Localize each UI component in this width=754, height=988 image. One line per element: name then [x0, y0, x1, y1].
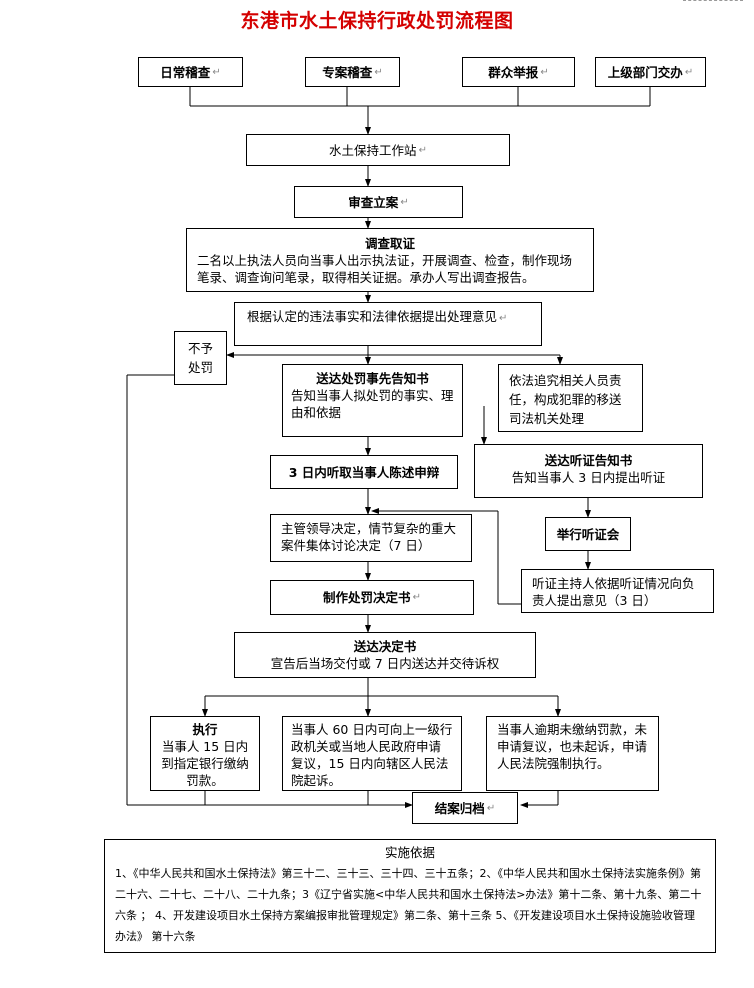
make-decision-box: 制作处罚决定书↵ [270, 580, 474, 615]
hold-hearing-box: 举行听证会 [545, 517, 631, 551]
appeal-box: 当事人 60 日内可向上一级行政机关或当地人民政府申请复议，15 日内向辖区人民… [282, 716, 462, 791]
investigation-body: 二名以上执法人员向当事人出示执法证，开展调查、检查，制作现场笔录、调查询问笔录，… [197, 253, 573, 285]
statement-box: 3 日内听取当事人陈述申辩 [270, 455, 458, 489]
hearing-notice-heading: 送达听证告知书 [544, 453, 633, 468]
basis-box: 实施依据 1、《中华人民共和国水土保持法》第三十二、三十三、三十四、三十五条；2… [104, 839, 716, 953]
filing-box: 审查立案↵ [294, 186, 463, 218]
hearing-host-box: 听证主持人依据听证情况向负责人提出意见（3 日） [521, 569, 714, 613]
prior-notice-heading: 送达处罚事先告知书 [316, 371, 429, 386]
execute-heading: 执行 [192, 722, 218, 737]
deliver-decision-box: 送达决定书 宣告后当场交付或 7 日内送达并交待诉权 [234, 632, 536, 678]
hearing-notice-body: 告知当事人 3 日内提出听证 [511, 470, 666, 485]
enforce-box: 当事人逾期未缴纳罚款，未申请复议，也未起诉，申请人民法院强制执行。 [486, 716, 659, 791]
opinion-box: 根据认定的违法事实和法律依据提出处理意见↵ [234, 302, 542, 346]
leader-decision-box: 主管领导决定，情节复杂的重大案件集体讨论决定（7 日） [270, 514, 472, 562]
prior-notice-body: 告知当事人拟处罚的事实、理由和依据 [291, 388, 454, 420]
execute-box: 执行 当事人 15 日内到指定银行缴纳罚款。 [150, 716, 260, 791]
investigation-box: 调查取证 二名以上执法人员向当事人出示执法证，开展调查、检查，制作现场笔录、调查… [186, 228, 594, 292]
source-superior-referral: 上级部门交办↵ [595, 57, 706, 87]
page-title: 东港市水土保持行政处罚流程图 [240, 10, 514, 32]
deliver-decision-heading: 送达决定书 [353, 639, 417, 654]
hearing-notice-box: 送达听证告知书 告知当事人 3 日内提出听证 [474, 444, 703, 498]
execute-body: 当事人 15 日内到指定银行缴纳罚款。 [161, 739, 249, 788]
criminal-referral-box: 依法追究相关人员责任，构成犯罪的移送司法机关处理 [498, 364, 643, 432]
top-rule [683, 0, 743, 1]
basis-heading: 实施依据 [384, 845, 435, 860]
close-case-box: 结案归档↵ [412, 792, 518, 824]
source-routine-inspection: 日常稽查↵ [138, 57, 243, 87]
station-box: 水土保持工作站↵ [246, 134, 510, 166]
deliver-decision-body: 宣告后当场交付或 7 日内送达并交待诉权 [270, 656, 500, 671]
prior-notice-box: 送达处罚事先告知书 告知当事人拟处罚的事实、理由和依据 [282, 364, 463, 437]
basis-body: 1、《中华人民共和国水土保持法》第三十二、三十三、三十四、三十五条；2、《中华人… [115, 867, 702, 943]
source-public-report: 群众举报↵ [462, 57, 575, 87]
investigation-heading: 调查取证 [364, 236, 415, 251]
no-penalty-box: 不予处罚 [174, 331, 227, 385]
source-special-inspection: 专案稽查↵ [305, 57, 400, 87]
